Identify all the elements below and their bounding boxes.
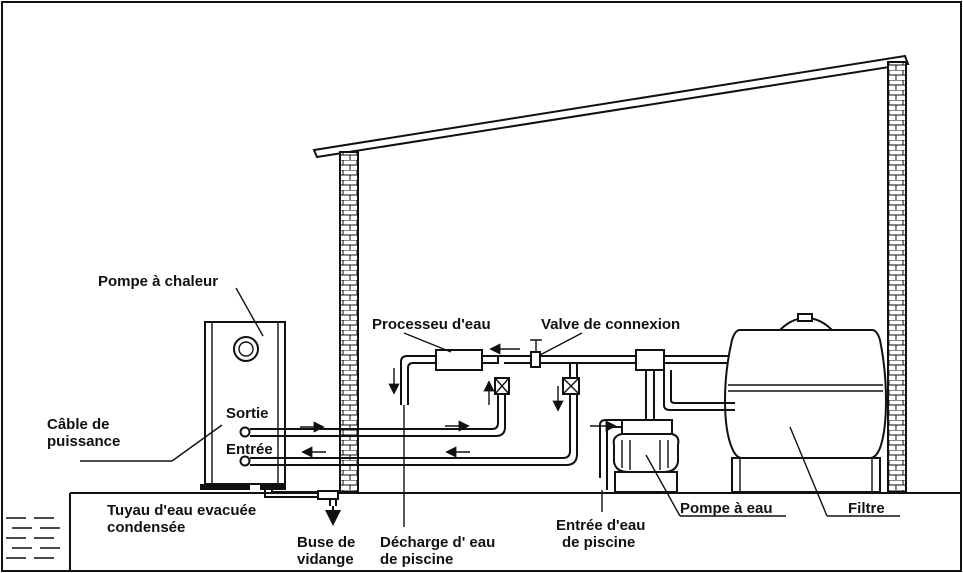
label-pool-inlet-line1: Entrée d'eau [556,517,645,534]
label-heat-pump: Pompe à chaleur [98,273,218,290]
outlet-port [239,426,251,438]
leader-lines [80,287,900,527]
label-filter: Filtre [848,500,885,517]
label-condensate-line1: Tuyau d'eau evacuée [107,502,256,519]
flow-arrows [300,343,617,458]
water-processor [400,349,498,405]
left-brick-wall [339,151,359,493]
inlet-port [239,455,251,467]
outlet-check-valve [494,377,510,395]
inlet-pipe [250,372,578,466]
label-condensate-line2: condensée [107,519,185,536]
filter-tank [663,313,888,493]
label-pool-discharge-line1: Décharge d' eau [380,534,495,551]
label-water-processor: Processeu d'eau [372,316,491,333]
label-inlet: Entrée [226,441,273,458]
connection-valve [530,339,542,368]
label-power-cable-line2: puissance [47,433,120,450]
right-brick-wall [887,61,907,493]
label-connection-valve: Valve de connexion [541,316,680,333]
label-pool-inlet-line2: de piscine [562,534,635,551]
pipe-manifold [635,349,665,420]
label-drain-line1: Buse de [297,534,355,551]
water-pump [599,419,680,493]
label-pool-discharge-line2: de piscine [380,551,453,568]
label-outlet: Sortie [226,405,269,422]
roof [312,54,910,159]
outlet-pipe [250,380,506,437]
pool-water [6,517,60,559]
label-water-pump: Pompe à eau [680,500,773,517]
label-drain-line2: vidange [297,551,354,568]
inlet-check-valve [562,377,580,395]
label-power-cable-line1: Câble de [47,416,110,433]
condensate-pipe [264,484,341,526]
